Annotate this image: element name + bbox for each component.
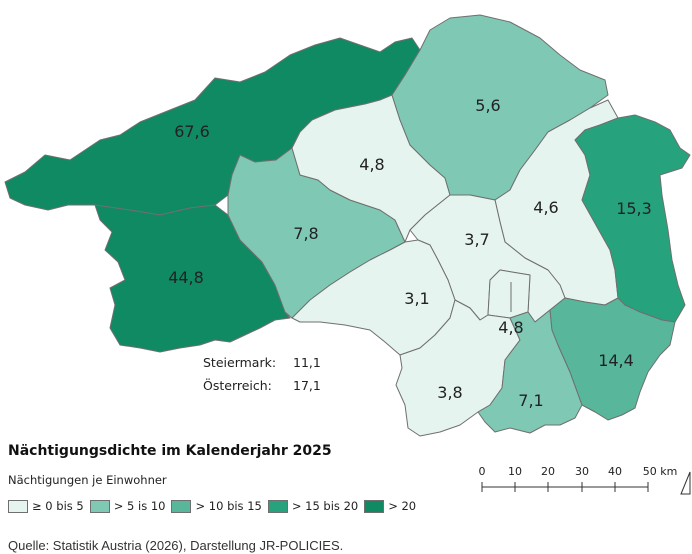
source-note: Quelle: Statistik Austria (2026), Darste…: [8, 538, 344, 553]
stat-row-steiermark: Steiermark: 11,1: [203, 355, 321, 370]
legend-item: > 20: [364, 499, 416, 513]
value-label-graz-umgebung: 3,7: [464, 230, 489, 249]
scale-tick-label: 50 km: [643, 465, 678, 478]
value-label-graz: 4,8: [498, 318, 523, 337]
value-label-bruck-muerzzuschlag: 5,6: [475, 96, 500, 115]
stat-value: 11,1: [293, 355, 321, 370]
stat-label: Österreich:: [203, 378, 272, 393]
legend-label: ≥ 0 bis 5: [32, 499, 84, 513]
value-label-weiz: 4,6: [533, 198, 558, 217]
value-label-deutschlandsberg: 3,8: [437, 383, 462, 402]
stat-value: 17,1: [293, 378, 321, 393]
legend-label: > 10 bis 15: [195, 499, 262, 513]
scale-tick-label: 0: [479, 465, 486, 478]
scale-tick-label: 10: [508, 465, 522, 478]
value-label-leibnitz: 7,1: [518, 391, 543, 410]
legend-swatch: [171, 499, 192, 513]
north-arrow-icon: [680, 471, 691, 495]
value-label-liezen: 67,6: [174, 122, 210, 141]
legend-item: > 10 bis 15: [171, 499, 262, 513]
region-graz: [487, 269, 531, 319]
region-suedoststeiermark[interactable]: [549, 297, 676, 421]
value-label-hartberg-fuerstenfeld: 15,3: [616, 199, 652, 218]
stat-label: Steiermark:: [203, 355, 277, 370]
scale-tick-label: 20: [541, 465, 555, 478]
legend-item: ≥ 0 bis 5: [8, 499, 84, 513]
value-label-suedoststeiermark: 14,4: [598, 351, 634, 370]
map-title: Nächtigungsdichte im Kalenderjahr 2025: [8, 443, 332, 459]
scale-bar: 0 10 20 30 40 50 km: [479, 465, 678, 492]
legend-label: > 5 is 10: [113, 499, 166, 513]
value-label-murtal: 7,8: [293, 224, 318, 243]
legend-item: > 15 bis 20: [267, 499, 359, 513]
legend-swatch: [89, 499, 110, 513]
map-subtitle: Nächtigungen je Einwohner: [8, 473, 167, 487]
scale-tick-label: 30: [575, 465, 589, 478]
legend: ≥ 0 bis 5 > 5 is 10 > 10 bis 15 > 15 bis…: [8, 499, 422, 513]
value-label-leoben: 4,8: [359, 155, 384, 174]
scale-tick-label: 40: [608, 465, 622, 478]
region-hartberg-fuerstenfeld[interactable]: [574, 114, 691, 323]
stat-row-oesterreich: Österreich: 17,1: [203, 378, 321, 393]
legend-swatch: [364, 499, 385, 513]
legend-swatch: [8, 499, 28, 513]
legend-swatch: [267, 499, 288, 513]
legend-label: > 20: [388, 499, 417, 513]
region-voitsberg[interactable]: [291, 239, 456, 356]
legend-label: > 15 bis 20: [291, 499, 359, 513]
value-label-murau: 44,8: [168, 268, 204, 287]
legend-item: > 5 is 10: [89, 499, 166, 513]
value-label-voitsberg: 3,1: [404, 289, 429, 308]
